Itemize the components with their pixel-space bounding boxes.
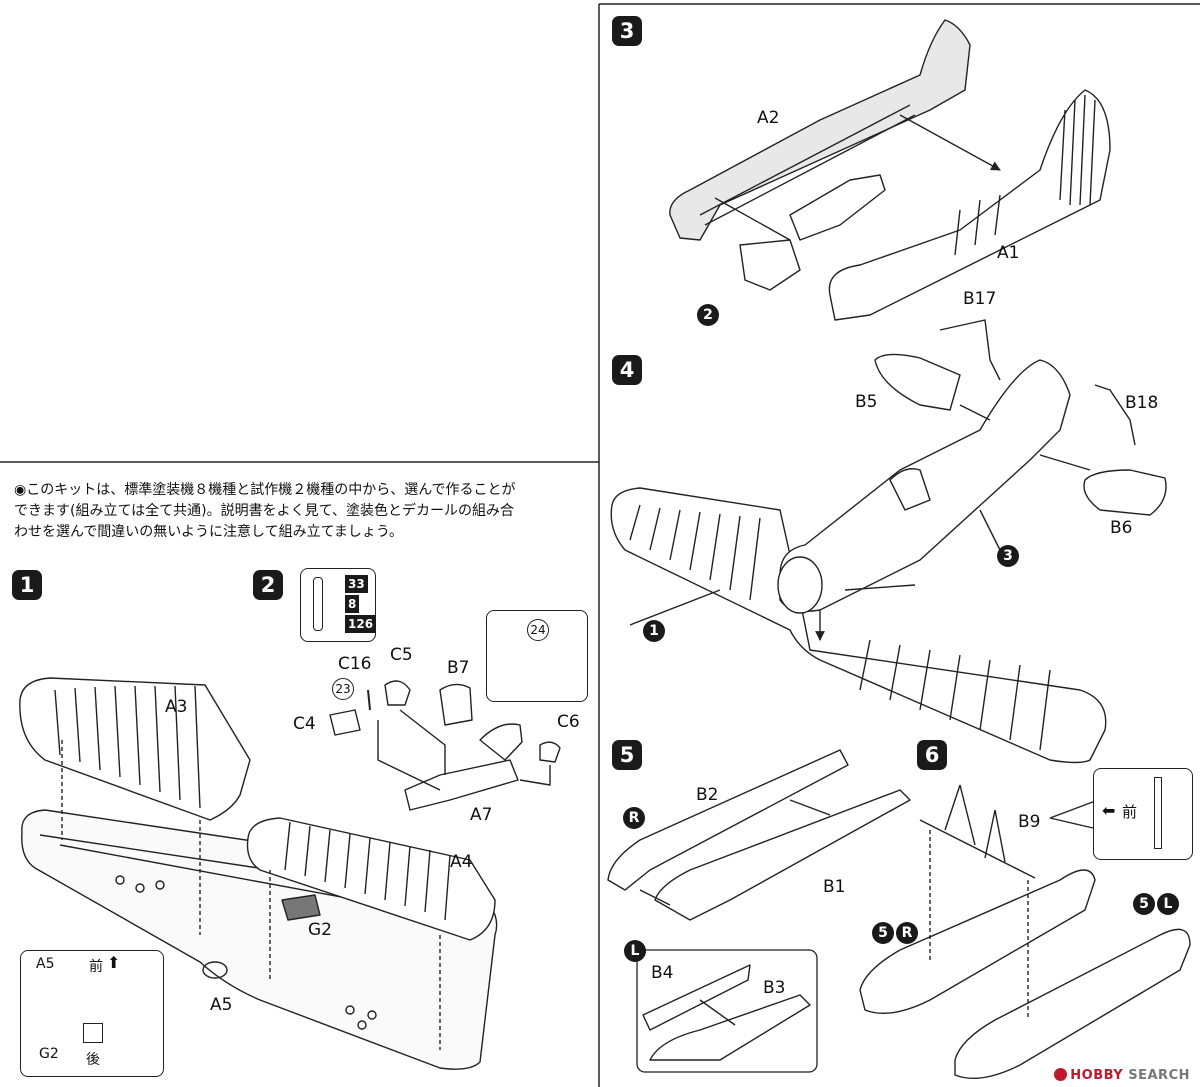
step3-fuselage-right	[828, 89, 1111, 321]
step6-float-right	[859, 869, 1096, 1015]
left-side-marker: L	[624, 940, 646, 962]
step3-fuselage-left	[669, 19, 971, 241]
part-label-b6: B6	[1110, 518, 1133, 538]
right-side-marker: R	[623, 807, 645, 829]
part-label-g2: G2	[308, 920, 332, 940]
step-ref-5-left: 5	[1133, 893, 1155, 915]
part-label-b9: B9	[1018, 812, 1041, 832]
step-4-badge: 4	[612, 355, 642, 385]
step5-inset-pieces	[642, 964, 811, 1061]
instruction-note: ◉このキットは、標準塗装機８機種と試作機２機種の中から、選んで作ることが できま…	[14, 480, 594, 543]
up-arrow-icon: ⬆	[107, 953, 121, 972]
inset-rear-label: 後	[86, 1052, 100, 1068]
part-label-b17: B17	[963, 289, 997, 309]
part-label-b7: B7	[447, 658, 470, 678]
inset-front-label: 前	[1122, 803, 1138, 821]
part-label-a1: A1	[997, 243, 1020, 263]
left-side-marker: L	[1157, 893, 1179, 915]
paint-code-33: 33	[345, 575, 368, 593]
part-label-c16: C16	[338, 654, 372, 674]
decal-ref-24: 24	[527, 619, 549, 641]
watermark: HOBBY SEARCH	[1054, 1068, 1190, 1083]
step6-strut	[919, 784, 1036, 879]
step-ref-3: 3	[997, 545, 1019, 567]
step-ref-5-right: 5	[872, 922, 894, 944]
decal-callout-box: 24	[486, 610, 588, 702]
part-label-a3: A3	[165, 697, 188, 717]
part-label-b1: B1	[823, 877, 846, 897]
stick-part-shape	[313, 577, 323, 631]
left-arrow-icon: ⬅	[1102, 801, 1116, 820]
step1-detail-inset: A5 前 ⬆ G2 後	[20, 950, 164, 1077]
strut-part-shape	[1154, 777, 1162, 849]
part-label-a2: A2	[757, 108, 780, 128]
part-label-a4: A4	[450, 852, 473, 872]
step5-float-pieces	[607, 749, 911, 921]
part-label-b2: B2	[696, 785, 719, 805]
step-ref-2: 2	[697, 304, 719, 326]
part-label-a5: A5	[210, 995, 233, 1015]
right-side-marker: R	[896, 922, 918, 944]
paint-code-8: 8	[345, 595, 360, 613]
decal-ref-23: 23	[332, 678, 354, 700]
step-3-badge: 3	[612, 16, 642, 46]
step4-fuselage	[777, 359, 1071, 614]
paint-code-126: 126	[345, 615, 377, 633]
step-2-badge: 2	[253, 570, 283, 600]
note-line: ◉このキットは、標準塗装機８機種と試作機２機種の中から、選んで作ることが	[14, 482, 516, 498]
part-label-c5: C5	[390, 645, 413, 665]
watermark-text: SEARCH	[1128, 1068, 1190, 1083]
inset-label-a5: A5	[36, 956, 55, 972]
step-5-badge: 5	[612, 740, 642, 770]
step-1-badge: 1	[12, 570, 42, 600]
strut-detail-inset: ⬅ 前	[1093, 768, 1193, 860]
paint-callout-box: 33 8 126	[300, 568, 377, 642]
note-line: わせを選んで間違いの無いように注意して組み立てましょう。	[14, 524, 404, 540]
step6-float-left	[954, 928, 1191, 1080]
step1-upper-wing-right	[246, 817, 496, 941]
watermark-brand: HOBBY	[1070, 1068, 1124, 1083]
part-label-b4: B4	[651, 963, 674, 983]
inset-label-g2: G2	[39, 1046, 59, 1062]
watermark-logo-icon	[1054, 1068, 1068, 1081]
step-6-badge: 6	[917, 740, 947, 770]
step-ref-1: 1	[643, 620, 665, 642]
part-label-b5: B5	[855, 392, 878, 412]
note-line: できます(組み立ては全て共通)。説明書をよく見て、塗装色とデカールの組み合	[14, 503, 514, 519]
step1-upper-wing-left	[19, 677, 251, 821]
part-label-b18: B18	[1125, 393, 1159, 413]
part-label-c4: C4	[293, 714, 316, 734]
step4-main-wing	[610, 487, 1107, 764]
part-label-b3: B3	[763, 978, 786, 998]
part-label-c6: C6	[557, 712, 580, 732]
g2-part-shape	[83, 1023, 103, 1043]
part-label-a7: A7	[470, 805, 493, 825]
inset-front-label: 前	[89, 959, 103, 975]
